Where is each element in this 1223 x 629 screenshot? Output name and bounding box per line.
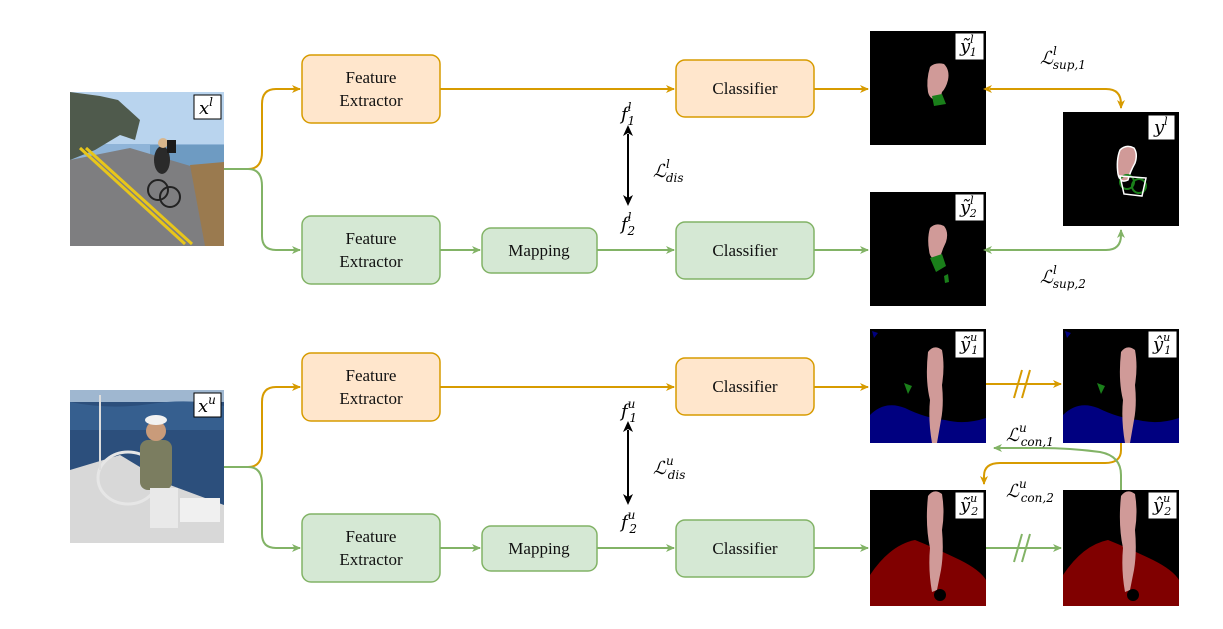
svg-text:Extractor: Extractor bbox=[339, 252, 403, 271]
svg-text:Classifier: Classifier bbox=[712, 377, 777, 396]
svg-text:Mapping: Mapping bbox=[508, 539, 570, 558]
stop-gradient-1-icon bbox=[1013, 369, 1031, 399]
labeled-fork-orange-arrow bbox=[224, 85, 301, 170]
svg-text:ỹu2: ỹu2 bbox=[959, 492, 978, 518]
labeled-fork-green-arrow bbox=[224, 168, 301, 254]
svg-text:Classifier: Classifier bbox=[712, 241, 777, 260]
unlabeled-pseudo-label-1-mask bbox=[1063, 329, 1179, 443]
unlabeled-mapping: Mapping bbox=[481, 525, 598, 572]
svg-text:Feature: Feature bbox=[346, 366, 397, 385]
svg-text:ỹl1: ỹl1 bbox=[959, 33, 977, 59]
labeled-input-label: xl bbox=[193, 94, 222, 120]
svg-text:xl: xl bbox=[199, 95, 213, 119]
unlabeled-feature-extractor-2: Feature Extractor bbox=[301, 513, 441, 583]
svg-text:Feature: Feature bbox=[346, 229, 397, 248]
svg-text:Feature: Feature bbox=[346, 68, 397, 87]
con-loss-2-arrow bbox=[993, 444, 1122, 490]
svg-text:Extractor: Extractor bbox=[339, 91, 403, 110]
svg-text:xu: xu bbox=[198, 393, 216, 417]
svg-text:ỹl2: ỹl2 bbox=[959, 194, 977, 220]
svg-text:yl: yl bbox=[1153, 115, 1168, 138]
labeled-feature-extractor-2: Feature Extractor bbox=[301, 215, 441, 285]
labeled-classifier-2: Classifier bbox=[675, 221, 815, 280]
unlabeled-fork-orange-arrow bbox=[224, 383, 301, 468]
svg-text:Extractor: Extractor bbox=[339, 550, 403, 569]
sup-loss-2-arrow bbox=[983, 229, 1125, 254]
unlabeled-feature-extractor-1: Feature Extractor bbox=[301, 352, 441, 422]
unlabeled-input-label: xu bbox=[193, 392, 222, 418]
labeled-feature-extractor-1: Feature Extractor bbox=[301, 54, 441, 124]
unlabeled-input-image bbox=[70, 390, 224, 543]
labeled-mapping: Mapping bbox=[481, 227, 598, 274]
unlabeled-classifier-2: Classifier bbox=[675, 519, 815, 578]
ground-truth-label: yl bbox=[1147, 114, 1176, 141]
svg-text:Classifier: Classifier bbox=[712, 79, 777, 98]
svg-text:ŷu1: ŷu1 bbox=[1152, 331, 1171, 357]
labeled-classifier-1: Classifier bbox=[675, 59, 815, 118]
svg-text:ŷu2: ŷu2 bbox=[1152, 492, 1171, 518]
unlabeled-classifier-1: Classifier bbox=[675, 357, 815, 416]
unlabeled-pseudo-label-2-mask bbox=[1063, 490, 1179, 606]
unlabeled-fork-green-arrow bbox=[224, 466, 301, 552]
svg-text:Mapping: Mapping bbox=[508, 241, 570, 260]
stop-gradient-2-icon bbox=[1013, 533, 1031, 563]
con-loss-1-arrow bbox=[980, 443, 1122, 485]
svg-text:Classifier: Classifier bbox=[712, 539, 777, 558]
ground-truth-mask bbox=[1063, 112, 1179, 226]
svg-text:Feature: Feature bbox=[346, 527, 397, 546]
unlabeled-prediction-2-mask bbox=[870, 490, 986, 606]
sup-loss-1-arrow bbox=[983, 85, 1125, 109]
svg-text:Extractor: Extractor bbox=[339, 389, 403, 408]
svg-text:ỹu1: ỹu1 bbox=[959, 331, 978, 357]
